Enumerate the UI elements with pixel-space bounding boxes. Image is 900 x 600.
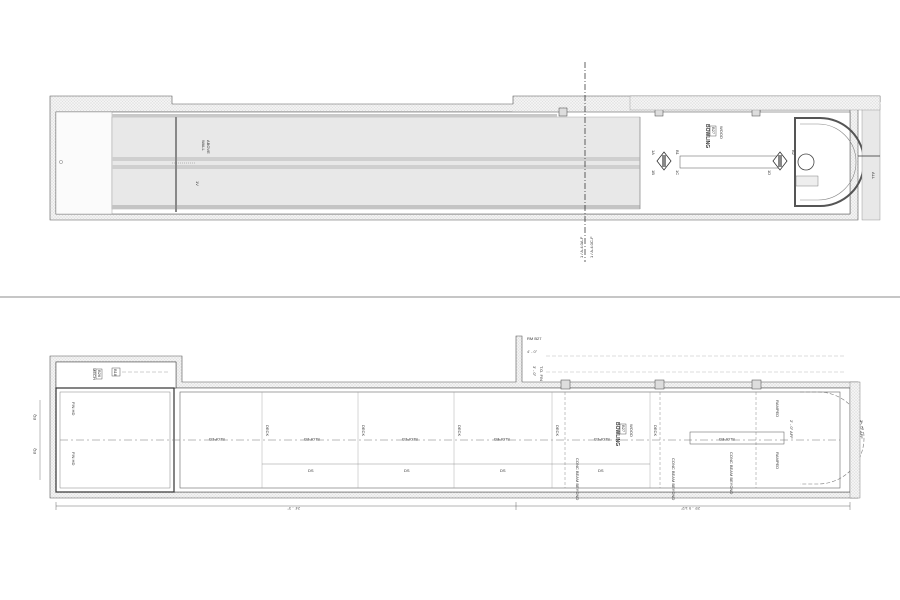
- deck-label-1: DECK: [265, 425, 270, 436]
- svg-text:1C: 1C: [675, 170, 680, 175]
- finish-tag-2: 1D B2: [767, 150, 796, 175]
- lower-room-number: B27: [621, 425, 626, 433]
- eq-label-2: EQ: [32, 448, 37, 454]
- lower-room-name: BOWLING: [614, 422, 620, 446]
- column-upper-1: [558, 107, 568, 117]
- ball-rack: [795, 175, 819, 187]
- fin-label-1: FIN HD: [71, 402, 76, 415]
- slope-label-2: SLOPED: [304, 437, 320, 442]
- conc-beam-1: CONC BEAM BEYOND: [575, 458, 580, 500]
- slope-label-3: SLOPED: [402, 437, 418, 442]
- mech-label: MECH: [92, 368, 97, 380]
- elev-top: 3' - 0": [532, 366, 537, 377]
- lower-approach-outline: [689, 431, 785, 445]
- svg-text:1D: 1D: [767, 170, 772, 175]
- lane-top-bar: [112, 114, 557, 117]
- ramp-label-2: RAMPED: [775, 452, 780, 469]
- upper-floor-finish: WOOD: [719, 126, 724, 139]
- column-lower-3: [751, 379, 762, 390]
- ds-label-4: DS: [598, 468, 604, 473]
- column-lower-2: [654, 379, 665, 390]
- conc-beam-3: CONC BEAM BEYOND: [729, 452, 734, 494]
- slope-label-5: SLOPED: [594, 437, 610, 442]
- upper-plan: WALL ABOVE 1V 1A B1 1B 1C 1D B2 BOWLING …: [49, 62, 881, 262]
- svg-text:1A: 1A: [651, 150, 656, 155]
- section-ref-1: 1 / A-4.0A-F: [579, 236, 584, 258]
- ball-return-icon: [797, 153, 815, 171]
- gutter-bottom: [112, 165, 640, 169]
- fin-label-2: FIN HD: [71, 452, 76, 465]
- slope-label-1: SLOPED: [209, 437, 225, 442]
- eq-label-1: EQ: [32, 414, 37, 420]
- top-note: RM B27: [527, 336, 542, 341]
- finish-tag-1: 1A B1 1B 1C: [651, 150, 680, 175]
- wall-above-note-2: ABOVE: [206, 140, 211, 154]
- upper-edge-label: ALL: [871, 172, 876, 180]
- lower-curved-return: [800, 391, 865, 485]
- section-ref-2: 1 / A-4.0C-F: [589, 236, 594, 258]
- ds-label-3: DS: [500, 468, 506, 473]
- upper-room-number: B27: [711, 127, 716, 135]
- ramp-label-1: RAMPED: [775, 400, 780, 417]
- elev-label-2: 3' - 0" AFF: [859, 420, 864, 439]
- drain-icon: [59, 160, 63, 164]
- ds-label-1: DS: [308, 468, 314, 473]
- right-stair: [861, 103, 881, 221]
- lower-floor-finish: WOOD: [629, 424, 634, 437]
- deck-label-2: DECK: [361, 425, 366, 436]
- upper-adjacent-room: [629, 95, 881, 111]
- column-lower-1: [560, 379, 571, 390]
- svg-text:B2: B2: [791, 150, 796, 156]
- deck-label-4: DECK: [555, 425, 560, 436]
- tos-label: T.O. FIN: [539, 366, 544, 381]
- ds-label-2: DS: [404, 468, 410, 473]
- mech-number: B26: [97, 370, 102, 378]
- gutter-top: [112, 157, 640, 161]
- mech-room: [55, 361, 177, 389]
- conc-beam-2: CONC BEAM BEYOND: [671, 458, 676, 500]
- lower-right-wall: [849, 381, 861, 499]
- dim-top: 4' - 0": [527, 349, 538, 354]
- dim-left: 24' - 3": [287, 506, 300, 511]
- lane-surface: [111, 116, 641, 210]
- side-tag: B18: [113, 369, 118, 377]
- tag-1v: 1V: [195, 181, 200, 186]
- elev-label-1: 2' - 0" AFF: [789, 420, 794, 439]
- deck-label-5: DECK: [653, 425, 658, 436]
- slope-label-6: SLOPED: [719, 437, 735, 442]
- svg-text:B1: B1: [675, 150, 680, 156]
- slope-label-4: SLOPED: [494, 437, 510, 442]
- wall-above-note-1: WALL: [201, 140, 206, 152]
- lane-end-bar: [112, 205, 640, 209]
- lower-plan: MECH B26 B18 FIN HD FIN HD EQ EQ DECK DE…: [32, 335, 865, 511]
- upper-room-name: BOWLING: [704, 124, 710, 148]
- svg-text:1B: 1B: [651, 170, 656, 175]
- pit-area: [55, 111, 113, 215]
- upper-room-number-box: [709, 125, 717, 137]
- dim-right: 29' - 9 1/2": [680, 506, 700, 511]
- deck-label-3: DECK: [457, 425, 462, 436]
